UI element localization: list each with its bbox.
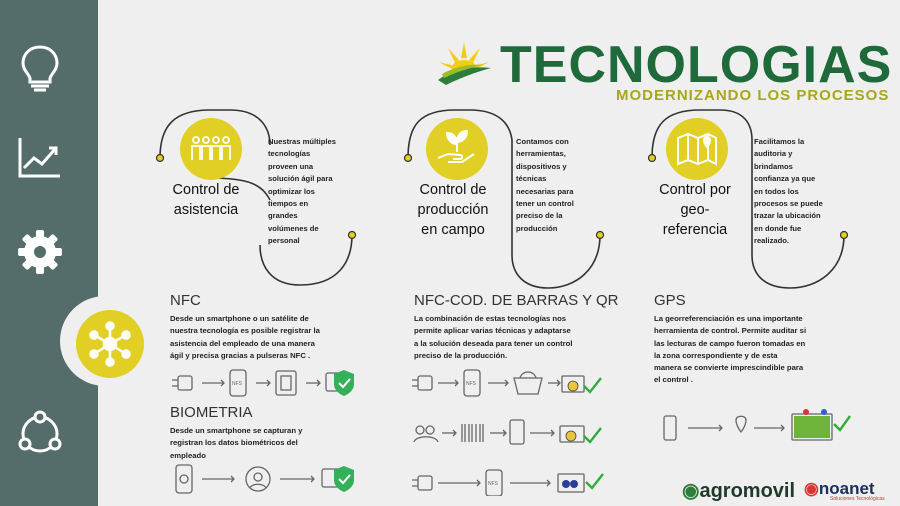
card-production-title: Control de producción en campo: [404, 180, 502, 240]
card-text-line: necesarias para: [516, 186, 574, 196]
card-attendance-text: Nuestras múltiples tecnologías proveen u…: [268, 136, 356, 248]
card-title-line: geo-: [680, 202, 710, 218]
production-icon-circle: [426, 118, 488, 180]
georeference-icon-circle: [666, 118, 728, 180]
section-nfc-title: NFC: [170, 292, 201, 309]
section-text-line: la zona correspondiente y de esta: [654, 350, 778, 360]
section-text-line: La georreferenciación es una importante: [654, 314, 803, 323]
card-text-line: en donde fue: [754, 223, 802, 233]
card-text-line: procesos se puede: [754, 199, 823, 209]
agro-sun-logo: [438, 42, 491, 85]
produce-crate-icons: [562, 380, 579, 488]
gear-icon[interactable]: [14, 226, 66, 278]
section-biometria-text: Desde un smartphone se capturan y regist…: [170, 425, 370, 462]
card-text-line: solución ágil para: [268, 174, 333, 184]
card-text-line: Facilitamos la: [754, 137, 805, 146]
agromovil-logo: ◉agromovil: [682, 478, 795, 503]
card-text-line: producción: [516, 223, 558, 233]
card-text-line: en todos los: [754, 186, 799, 196]
section-barras-title: NFC-COD. DE BARRAS Y QR: [414, 292, 619, 309]
section-text-line: empleado: [170, 450, 206, 460]
card-geo-title: Control por geo- referencia: [648, 180, 742, 240]
network-hub-icon: [89, 321, 131, 367]
section-text-line: herramienta de control. Permite auditar …: [654, 326, 807, 336]
card-text-line: tener un control: [516, 199, 574, 209]
section-text-line: registran los datos biométricos del: [170, 438, 298, 448]
card-title-line: en campo: [421, 222, 485, 238]
page-title: TECNOLOGIAS: [500, 36, 893, 94]
noanet-mark-icon: ◉: [804, 479, 819, 498]
attendance-icon-circle: [180, 118, 242, 180]
section-gps-title: GPS: [654, 292, 686, 309]
section-text-line: manera se convierte imprescindible para: [654, 363, 804, 373]
biometria-flow-icons: [175, 464, 354, 494]
noanet-logo: ◉noanet: [804, 479, 875, 499]
section-nfc-text: Desde un smartphone o un satélite de nue…: [170, 313, 370, 362]
share-cycle-icon[interactable]: [14, 408, 66, 460]
sidebar-item-active[interactable]: [76, 310, 144, 378]
card-text-line: dispositivos y: [516, 161, 567, 171]
card-geo-text: Facilitamos la auditoria y brindamos con…: [754, 136, 846, 248]
section-barras-text: La combinación de estas tecnologías nos …: [414, 313, 628, 362]
card-text-line: preciso de la: [516, 211, 563, 221]
section-text-line: a la solución deseada para tener un cont…: [414, 338, 573, 348]
card-title-line: Control por: [659, 182, 731, 198]
card-text-line: tiempos en: [268, 199, 309, 209]
people-group-icon: [191, 136, 231, 160]
card-text-line: tecnologías: [268, 149, 311, 159]
card-title-line: referencia: [662, 222, 728, 238]
card-text-line: Nuestras múltiples: [268, 137, 336, 146]
plant-hand-icon: [437, 129, 475, 163]
card-text-line: herramientas,: [516, 149, 566, 159]
page-subtitle: MODERNIZANDO LOS PROCESOS: [616, 87, 890, 104]
section-text-line: Desde un smartphone se capturan y: [170, 426, 303, 435]
card-text-line: personal: [268, 236, 300, 246]
section-text-line: La combinación de estas tecnologías nos: [414, 314, 567, 323]
section-text-line: preciso de la producción.: [414, 350, 508, 360]
agromovil-mark-icon: ◉: [682, 480, 700, 502]
card-text-line: trazar la ubicación: [754, 211, 821, 221]
card-text-line: realizado.: [754, 236, 790, 246]
sidebar: [0, 0, 98, 506]
section-text-line: asistencia del empleado de una manera: [170, 338, 315, 348]
card-text-line: brindamos: [754, 161, 793, 171]
map-pin-icon: [677, 132, 717, 166]
section-text-line: el control .: [654, 375, 693, 385]
card-text-line: auditoria y: [754, 149, 793, 159]
card-title-line: asistencia: [173, 202, 239, 218]
section-text-line: ágil y precisa gracias a pulseras NFC .: [170, 350, 311, 360]
section-text-line: permite aplicar varias técnicas y adapta…: [414, 326, 571, 336]
card-production-text: Contamos con herramientas, dispositivos …: [516, 136, 604, 235]
section-text-line: Desde un smartphone o un satélite de: [170, 314, 309, 323]
nfc-chip-label: NFS: [232, 381, 243, 387]
lightbulb-icon[interactable]: [14, 42, 66, 94]
noanet-tagline: Soluciones Tecnológicas: [830, 496, 885, 502]
card-text-line: técnicas: [516, 174, 547, 184]
barras-flow-icons: NFS NFS: [412, 369, 604, 496]
card-text-line: optimizar los: [268, 186, 315, 196]
section-biometria-title: BIOMETRIA: [170, 404, 253, 421]
card-title-line: Control de: [419, 182, 487, 198]
line-chart-icon[interactable]: [14, 132, 66, 184]
card-title-line: Control de: [172, 182, 240, 198]
nfc-chip-label: NFS: [466, 381, 477, 387]
card-text-line: Contamos con: [516, 137, 569, 146]
section-gps-text: La georreferenciación es una importante …: [654, 313, 854, 387]
card-text-line: confianza ya que: [754, 174, 816, 184]
gps-flow-icons: [663, 409, 851, 441]
noanet-text: noanet: [818, 479, 875, 498]
card-attendance-title: Control de asistencia: [160, 180, 252, 220]
nfc-chip-label: NFS: [488, 481, 499, 487]
card-title-line: producción: [417, 202, 489, 218]
card-text-line: grandes: [268, 211, 298, 221]
section-text-line: nuestra tecnología es posible registrar …: [170, 326, 320, 336]
card-text-line: volúmenes de: [268, 223, 319, 233]
section-text-line: las lecturas de campo fueron tomadas en: [654, 338, 806, 348]
card-text-line: proveen una: [268, 161, 314, 171]
agromovil-text: agromovil: [699, 480, 796, 502]
nfc-flow-icons: NFS: [172, 369, 354, 397]
